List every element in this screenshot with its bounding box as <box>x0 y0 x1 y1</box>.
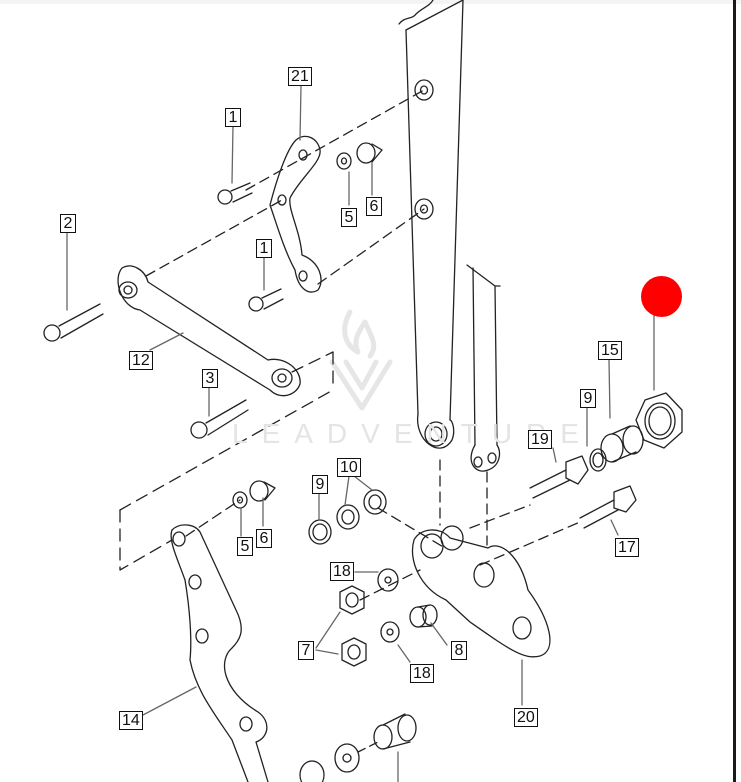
washer-18-upper <box>377 568 399 592</box>
callout-14[interactable]: 14 <box>119 711 143 730</box>
callout-10[interactable]: 10 <box>337 458 361 477</box>
nylock-nut-7-upper <box>339 585 365 615</box>
callout-7[interactable]: 7 <box>298 641 314 660</box>
callout-12[interactable]: 12 <box>129 351 153 370</box>
acorn-nut-6-upper <box>356 142 383 164</box>
dashed-outline <box>119 351 334 571</box>
hex-lock-nut <box>635 392 683 449</box>
shock-rod <box>466 264 501 472</box>
pivot-bolt-17 <box>579 485 637 529</box>
link-plate-21 <box>269 135 322 293</box>
callout-9-left[interactable]: 9 <box>312 475 328 494</box>
threaded-collar-15 <box>600 425 644 463</box>
washer-5-lower <box>232 491 248 509</box>
callout-1-upper[interactable]: 1 <box>225 108 241 127</box>
bushing-8 <box>409 604 438 628</box>
red-highlight-marker[interactable] <box>641 276 682 317</box>
washer-5-upper <box>336 152 352 170</box>
lower-bushing <box>373 713 417 750</box>
leader-lines <box>66 85 655 782</box>
washer-18-lower <box>380 621 400 643</box>
callout-18-lower[interactable]: 18 <box>410 664 434 683</box>
callout-5-upper[interactable]: 5 <box>341 208 357 227</box>
dog-bone-link-12 <box>117 265 301 397</box>
seal-ring-9-left <box>308 519 332 545</box>
callout-15[interactable]: 15 <box>598 341 622 360</box>
callout-6-lower[interactable]: 6 <box>256 529 272 548</box>
callout-21[interactable]: 21 <box>288 67 312 86</box>
callout-18-upper[interactable]: 18 <box>330 562 354 581</box>
pivot-bolt-19 <box>529 455 589 499</box>
callout-3[interactable]: 3 <box>202 369 218 388</box>
linkage-rocker-20 <box>411 525 551 658</box>
frame-bracket-14 <box>170 524 269 782</box>
bearing-seals-10 <box>336 489 387 530</box>
callout-1-lower[interactable]: 1 <box>256 239 272 258</box>
acorn-nut-6-lower <box>249 480 276 502</box>
assembly-lines <box>145 89 581 601</box>
bolt-2 <box>43 303 104 342</box>
callout-5-lower[interactable]: 5 <box>237 537 253 556</box>
frame-tube <box>398 0 464 449</box>
callout-6-upper[interactable]: 6 <box>366 197 382 216</box>
seal-ring-9-right <box>589 448 607 472</box>
watermark-text: LEADVENTURE <box>232 418 593 449</box>
callout-20[interactable]: 20 <box>514 708 538 727</box>
callout-8[interactable]: 8 <box>451 641 467 660</box>
bolt-1-lower <box>248 288 284 312</box>
bolt-3 <box>190 399 249 439</box>
bolt-1-upper <box>217 182 253 205</box>
watermark-logo <box>329 309 393 411</box>
callout-2[interactable]: 2 <box>60 214 76 233</box>
callout-9-right[interactable]: 9 <box>580 389 596 408</box>
callout-17[interactable]: 17 <box>615 538 639 557</box>
nylock-nut-7-lower <box>341 637 367 667</box>
right-border <box>733 0 736 782</box>
lower-washers <box>299 741 379 782</box>
callout-19[interactable]: 19 <box>528 430 552 449</box>
top-strip <box>0 0 741 4</box>
